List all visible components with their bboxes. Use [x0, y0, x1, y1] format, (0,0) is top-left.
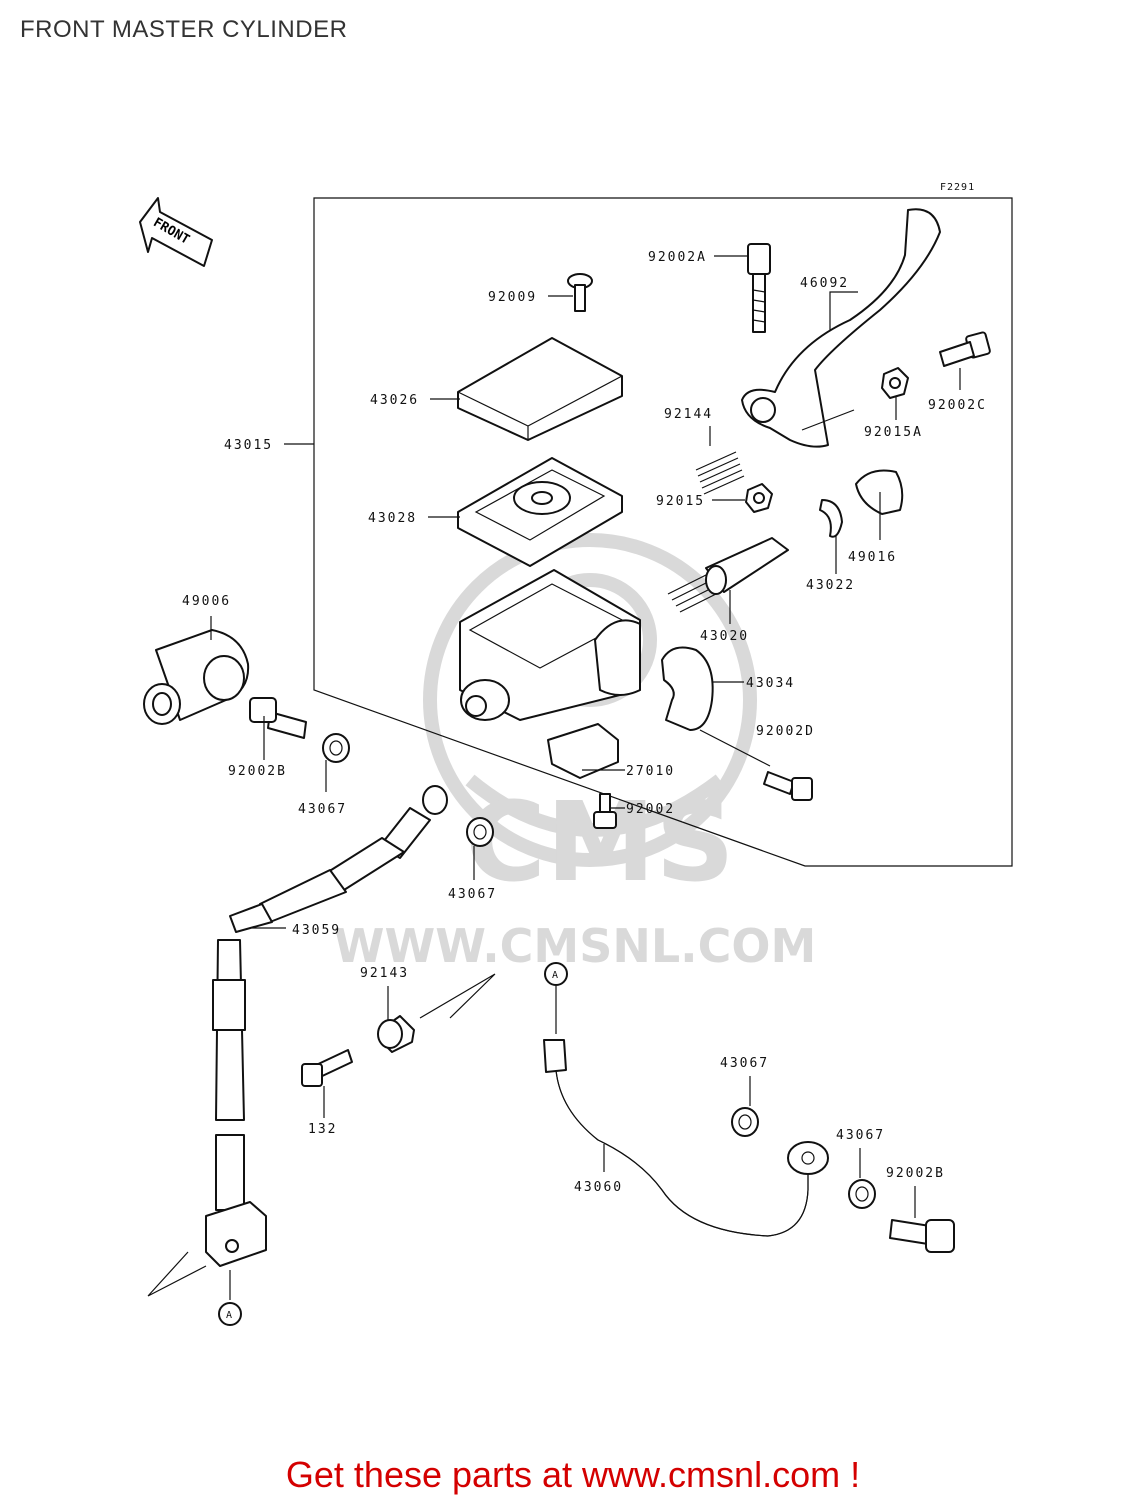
- callout-27010: 27010: [626, 764, 675, 779]
- piston-kit-icon: [667, 537, 789, 613]
- callout-43026: 43026: [370, 393, 419, 408]
- banjo-cover-icon: [143, 629, 250, 725]
- footer-cta-link[interactable]: Get these parts at www.cmsnl.com !: [285, 1454, 861, 1495]
- nut-92015a-icon: [881, 367, 909, 399]
- callout-43067-d: 43067: [836, 1128, 885, 1143]
- watermark-url: WWW.CMSNL.COM: [334, 919, 817, 973]
- circlip-icon: [819, 499, 843, 538]
- callout-92002d: 92002D: [756, 724, 815, 739]
- callout-92143: 92143: [360, 966, 409, 981]
- bolt-92002c-icon: [939, 331, 991, 367]
- callout-92015a: 92015A: [864, 425, 923, 440]
- callout-43059: 43059: [292, 923, 341, 938]
- banjo-bolt-bottom-icon: [889, 1219, 955, 1253]
- screw-92002-icon: [593, 793, 617, 829]
- reservoir-cap-icon: [457, 337, 623, 441]
- callout-92144: 92144: [664, 407, 713, 422]
- callout-46092: 46092: [800, 276, 849, 291]
- spring-92144-icon: [695, 451, 745, 495]
- callout-92002c: 92002C: [928, 398, 987, 413]
- callout-49016: 49016: [848, 550, 897, 565]
- bolt-92002d-icon: [763, 771, 813, 801]
- dust-boot-icon: [855, 469, 904, 515]
- diaphragm-icon: [457, 457, 623, 567]
- washer-43067-b-icon: [466, 817, 494, 847]
- callout-92015: 92015: [656, 494, 705, 509]
- nut-92015-icon: [745, 483, 773, 513]
- callout-92002b-bottom: 92002B: [886, 1166, 945, 1181]
- figure-code: F2291: [940, 182, 975, 193]
- callout-92002b-top: 92002B: [228, 764, 287, 779]
- ref-marker-a-top-label: A: [552, 970, 559, 981]
- brake-hose-icon: [205, 785, 448, 1267]
- page-title: FRONT MASTER CYLINDER: [20, 16, 348, 43]
- front-arrow-icon: FRONT: [139, 197, 213, 267]
- callout-92002a: 92002A: [648, 250, 707, 265]
- callout-43028: 43028: [368, 511, 417, 526]
- brake-lever-icon: [741, 208, 941, 448]
- clamp-icon: [661, 646, 714, 731]
- callout-labels: 92002A 92009 46092 43026 92144 92002C 92…: [182, 250, 987, 1195]
- screw-92009-icon: [567, 273, 593, 312]
- washer-43067-d-icon: [848, 1179, 876, 1209]
- banjo-bolt-top-icon: [249, 697, 307, 739]
- leader-lines: [147, 255, 961, 1300]
- callout-43020: 43020: [700, 629, 749, 644]
- brake-pipe-icon: [543, 1039, 829, 1237]
- ref-marker-a-top: A: [544, 962, 568, 986]
- callout-43034: 43034: [746, 676, 795, 691]
- callout-92009: 92009: [488, 290, 537, 305]
- ref-marker-a-bottom-label: A: [226, 1310, 233, 1321]
- callout-132: 132: [308, 1122, 337, 1137]
- bolt-132-icon: [301, 1049, 353, 1087]
- callout-43015: 43015: [224, 438, 273, 453]
- washer-43067-a-icon: [322, 733, 350, 763]
- collar-92143-icon: [377, 1015, 415, 1053]
- callout-49006: 49006: [182, 594, 231, 609]
- brake-switch-icon: [547, 723, 619, 779]
- callout-43067-c: 43067: [720, 1056, 769, 1071]
- callout-43067-b: 43067: [448, 887, 497, 902]
- ref-marker-a-bottom: A: [218, 1302, 242, 1326]
- master-cylinder-body-icon: [459, 569, 641, 721]
- callout-43022: 43022: [806, 578, 855, 593]
- washer-43067-c-icon: [731, 1107, 759, 1137]
- assembly-frame: [313, 197, 1013, 867]
- bolt-92002a-icon: [747, 243, 771, 333]
- callout-43067-a: 43067: [298, 802, 347, 817]
- callout-43060: 43060: [574, 1180, 623, 1195]
- callout-92002: 92002: [626, 802, 675, 817]
